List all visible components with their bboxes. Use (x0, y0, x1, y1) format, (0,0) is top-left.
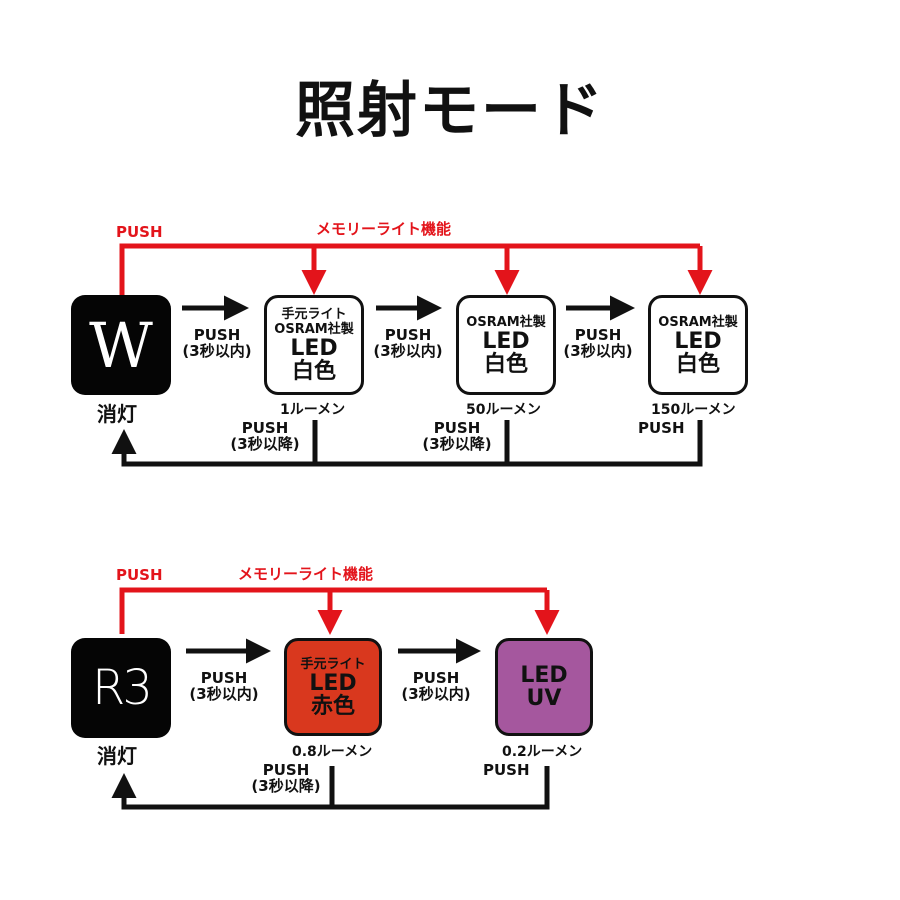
top-lumen-2: 50ルーメン (466, 402, 541, 418)
mode-w-icon: W (71, 295, 171, 395)
bottom-push-2-return: PUSH (483, 761, 530, 779)
box-line3: LED (674, 328, 722, 354)
mode-r3-icon: R3 (71, 638, 171, 738)
mode-r3-letter: R3 (92, 660, 153, 716)
box-line1: OSRAM社製 (658, 314, 738, 330)
box-line3: LED (482, 328, 530, 354)
box-line4: 赤色 (310, 693, 355, 719)
box-line3: LED (309, 670, 357, 696)
box-line4: 白色 (675, 351, 720, 377)
top-lumen-1: 1ルーメン (280, 402, 346, 418)
top-lumen-3: 150ルーメン (651, 402, 736, 418)
push-long-text: (3秒以降) (251, 777, 321, 795)
bottom-lumen-2: 0.2ルーメン (502, 744, 583, 760)
bottom-lumen-1: 0.8ルーメン (292, 744, 373, 760)
push-short-text: (3秒以内) (189, 685, 259, 703)
bottom-memory-line (119, 587, 560, 635)
top-mode-box-2: OSRAM社製 LED 白色 (456, 295, 556, 395)
push-short-text: (3秒以内) (401, 685, 471, 703)
top-return-line (111, 420, 703, 467)
box-line4: UV (526, 686, 562, 711)
top-memory-label: メモリーライト機能 (316, 220, 452, 238)
top-memory-line (119, 243, 713, 296)
push-text: PUSH (200, 669, 248, 687)
box-line4: 白色 (483, 351, 528, 377)
box-line1: 手元ライト (300, 656, 366, 672)
bottom-memory-label: メモリーライト機能 (238, 565, 374, 583)
bottom-off-label: 消灯 (97, 744, 137, 768)
box-line2: OSRAM社製 (274, 322, 354, 337)
push-text: PUSH (384, 326, 432, 344)
bottom-push-2: PUSH (3秒以内) (396, 670, 476, 702)
push-text: PUSH (193, 326, 241, 344)
bottom-mode-box-uv: LED UV (495, 638, 593, 736)
push-short-text: (3秒以内) (373, 342, 443, 360)
push-long-text: (3秒以降) (230, 435, 300, 453)
top-mode-box-1: 手元ライト OSRAM社製 LED 白色 (264, 295, 364, 395)
top-mode-box-3: OSRAM社製 LED 白色 (648, 295, 748, 395)
page-title: 照射モード (295, 76, 605, 146)
top-push-1: PUSH (3秒以内) (177, 327, 257, 359)
bottom-push-long-1: PUSH (3秒以降) (246, 762, 326, 794)
push-short-text: (3秒以内) (563, 342, 633, 360)
bottom-return-line (111, 766, 550, 810)
top-push-2: PUSH (3秒以内) (368, 327, 448, 359)
push-text: PUSH (412, 669, 460, 687)
box-line4: 白色 (291, 359, 336, 384)
box-line3: LED (290, 336, 338, 361)
bottom-push-1: PUSH (3秒以内) (184, 670, 264, 702)
push-text: PUSH (262, 761, 310, 779)
push-text: PUSH (574, 326, 622, 344)
push-short-text: (3秒以内) (182, 342, 252, 360)
top-off-label: 消灯 (97, 402, 137, 426)
top-push-3-return: PUSH (638, 419, 685, 437)
mode-w-letter: W (89, 308, 153, 382)
push-text: PUSH (433, 419, 481, 437)
box-line3: LED (520, 663, 568, 688)
bottom-push-red-label: PUSH (116, 566, 163, 584)
top-push-long-2: PUSH (3秒以降) (417, 420, 497, 452)
box-line1: 手元ライト (281, 307, 347, 322)
push-long-text: (3秒以降) (422, 435, 492, 453)
push-text: PUSH (241, 419, 289, 437)
top-push-red-label: PUSH (116, 223, 163, 241)
box-line1: OSRAM社製 (466, 314, 546, 330)
top-push-3: PUSH (3秒以内) (558, 327, 638, 359)
bottom-mode-box-red: 手元ライト LED 赤色 (284, 638, 382, 736)
top-push-long-1: PUSH (3秒以降) (225, 420, 305, 452)
